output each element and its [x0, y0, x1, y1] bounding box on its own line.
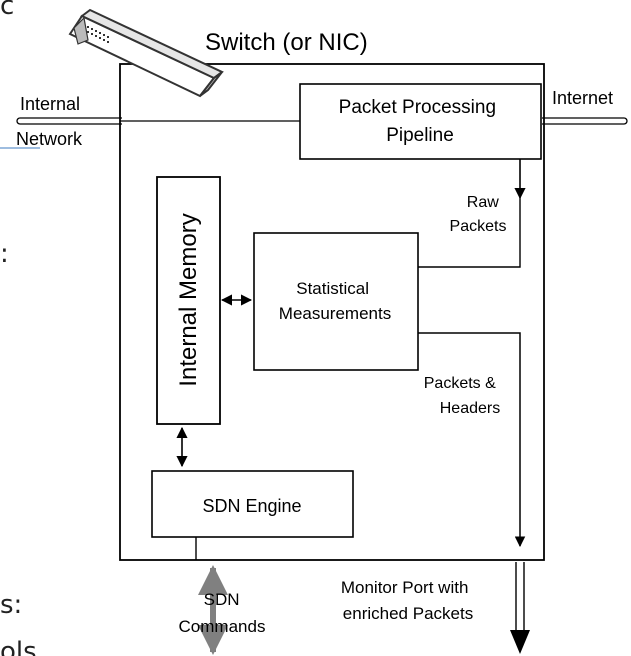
raw-packets-label: Raw Packets	[450, 194, 507, 235]
slide-fragment-c: c	[0, 0, 14, 21]
statistical-measurements-box	[253, 232, 419, 371]
slide-fragment-s: s:	[0, 590, 22, 620]
internal-memory-box	[156, 176, 221, 425]
packets-headers-label: Packets & Headers	[424, 375, 500, 417]
monitor-port-arrow	[510, 562, 530, 654]
slide-fragment-colon: :	[0, 239, 9, 269]
internet-cable	[542, 117, 628, 125]
sdn-engine-label: SDN Engine	[202, 496, 301, 516]
switch-box	[119, 63, 545, 561]
monitor-port-label: Monitor Port with enriched Packets	[341, 578, 473, 623]
internal-memory-label: Internal Memory	[175, 213, 202, 386]
statistical-measurements-label: Statistical Measurements	[279, 279, 391, 323]
internet-label: Internet	[552, 88, 613, 108]
sdn-commands-label: SDN Commands	[179, 590, 266, 636]
internal-network-label: Internal Network	[16, 94, 85, 149]
raw-packets-feed-line	[418, 198, 521, 268]
switch-title: Switch (or NIC)	[205, 29, 368, 56]
network-switch-icon	[68, 8, 224, 98]
packets-headers-arrow	[418, 332, 526, 548]
internal-network-cable	[16, 117, 122, 125]
packet-processing-pipeline-box	[299, 83, 542, 160]
slide-fragment-ols: ols	[0, 637, 37, 656]
sdn-engine-box	[151, 470, 354, 538]
pipeline-label: Packet Processing Pipeline	[339, 97, 502, 146]
